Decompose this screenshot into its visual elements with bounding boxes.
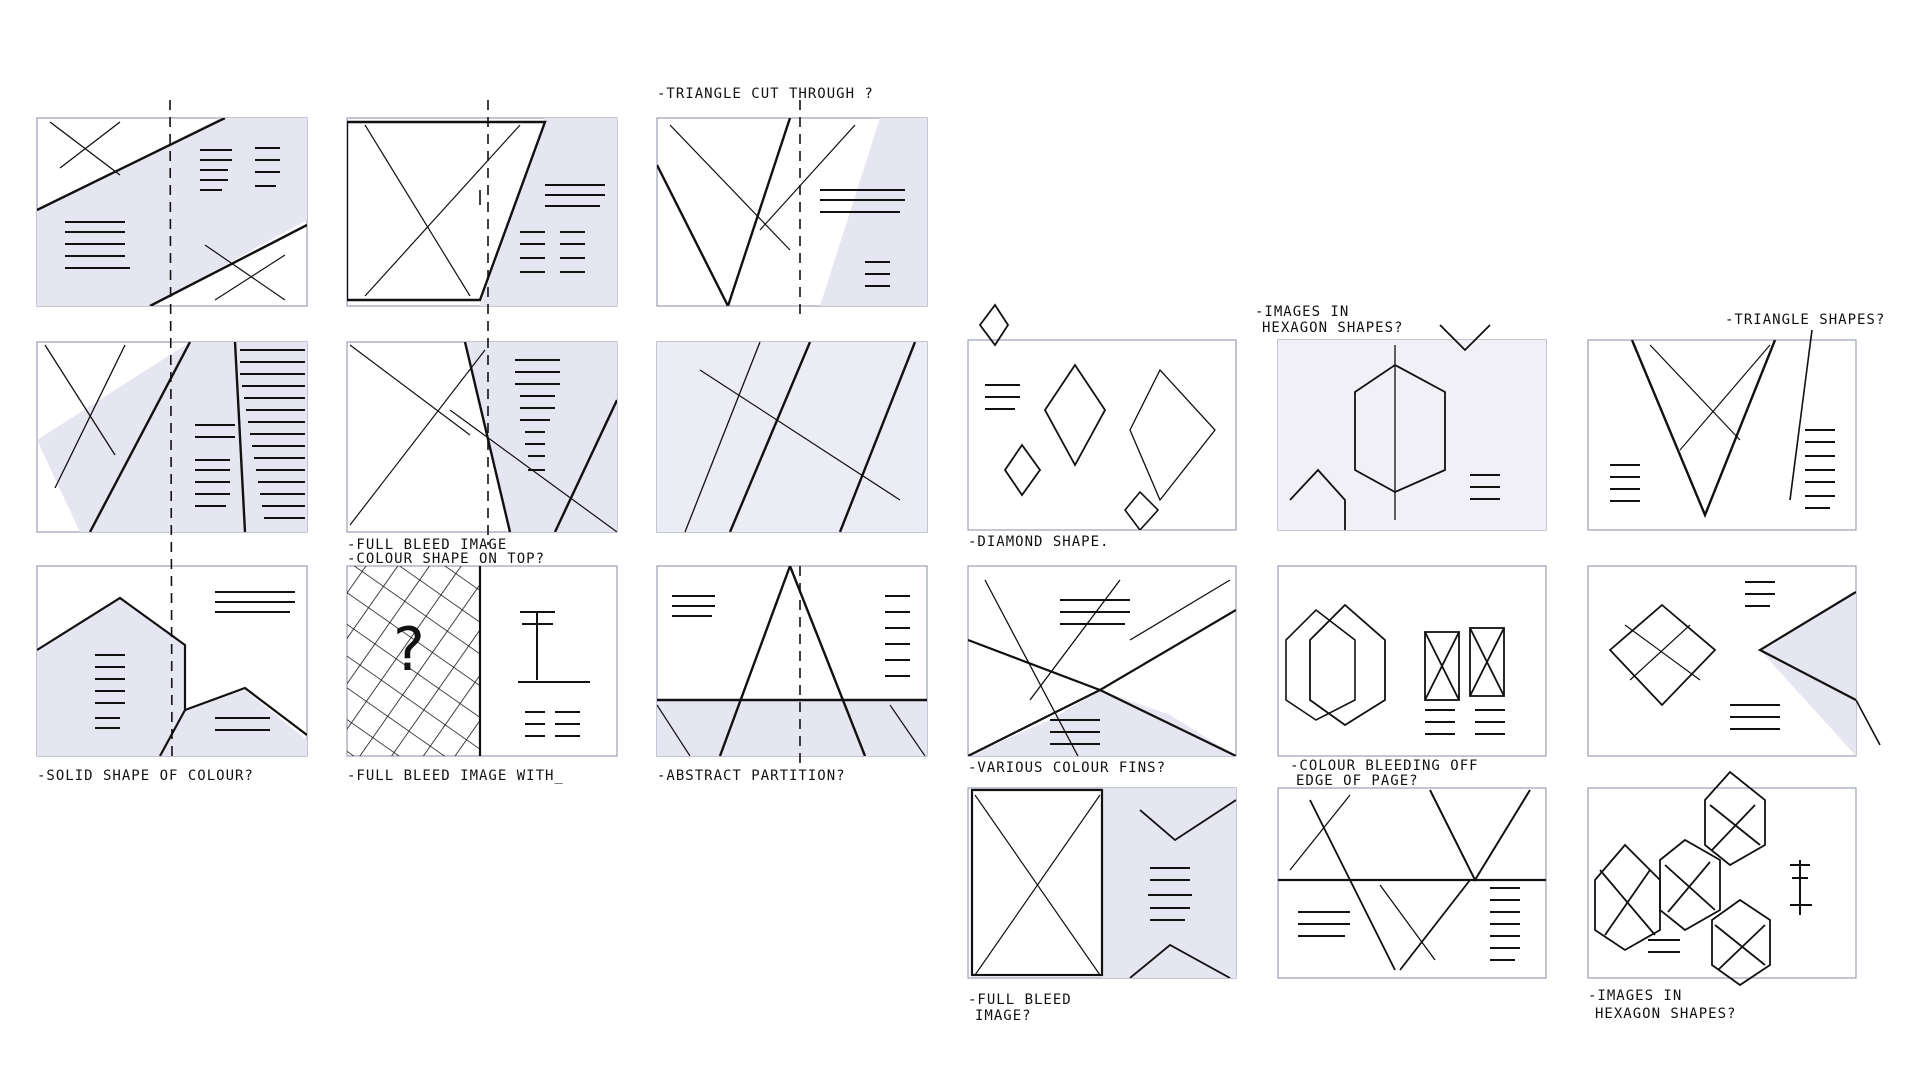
thumbnail-f1 [967, 787, 1237, 979]
thumbnail-b1 [36, 341, 308, 533]
thumbnail-e2 [1277, 565, 1547, 757]
note-full-bleed-colour-2: -COLOUR SHAPE ON TOP? [347, 551, 545, 567]
thumbnail-d1 [967, 303, 1237, 531]
annotations: -TRIANGLE CUT THROUGH ? -FULL BLEED IMAG… [37, 86, 1885, 1024]
note-triangle-cut-through: -TRIANGLE CUT THROUGH ? [657, 86, 874, 102]
note-solid-shape: -SOLID SHAPE OF COLOUR? [37, 768, 254, 784]
dashed-guide-lines [169, 99, 801, 765]
note-full-bleed-1: -FULL BLEED [968, 992, 1072, 1008]
note-images-hex-bottom-2: HEXAGON SHAPES? [1595, 1006, 1736, 1022]
note-colour-bleeding-1: -COLOUR BLEEDING OFF [1290, 758, 1479, 774]
thumbnail-d3 [1587, 329, 1857, 531]
note-various-colour-fins: -VARIOUS COLOUR FINS? [968, 760, 1166, 776]
note-images-hex-bottom-1: -IMAGES IN [1588, 988, 1682, 1004]
note-full-bleed-with: -FULL BLEED IMAGE WITH_ [347, 768, 564, 784]
thumbnail-b3 [656, 341, 928, 533]
note-images-in-hexagon-1: -IMAGES IN [1255, 304, 1349, 320]
note-colour-bleeding-2: EDGE OF PAGE? [1296, 773, 1419, 789]
thumbnail-e1 [967, 565, 1237, 757]
note-images-in-hexagon-2: HEXAGON SHAPES? [1262, 320, 1403, 336]
thumbnail-a1 [36, 117, 308, 307]
note-triangle-shapes: -TRIANGLE SHAPES? [1725, 312, 1885, 328]
thumbnail-d2 [1277, 324, 1547, 531]
thumbnail-c2: ? [346, 565, 618, 757]
note-full-bleed-2: IMAGE? [975, 1008, 1032, 1024]
thumbnail-c3 [656, 565, 928, 757]
note-abstract-partition: -ABSTRACT PARTITION? [657, 768, 846, 784]
thumbnail-a2 [346, 117, 618, 307]
thumbnail-e3 [1587, 565, 1881, 757]
thumbnail-f3 [1587, 770, 1857, 987]
text-placeholder-lines [65, 147, 280, 269]
svg-text:?: ? [393, 615, 425, 685]
thumbnail-a3 [656, 117, 928, 307]
thumbnail-f2 [1277, 787, 1547, 979]
thumbnail-b2 [346, 341, 618, 533]
note-full-bleed-colour-1: -FULL BLEED IMAGE [347, 537, 507, 553]
note-diamond-shape: -DIAMOND SHAPE. [968, 534, 1109, 550]
